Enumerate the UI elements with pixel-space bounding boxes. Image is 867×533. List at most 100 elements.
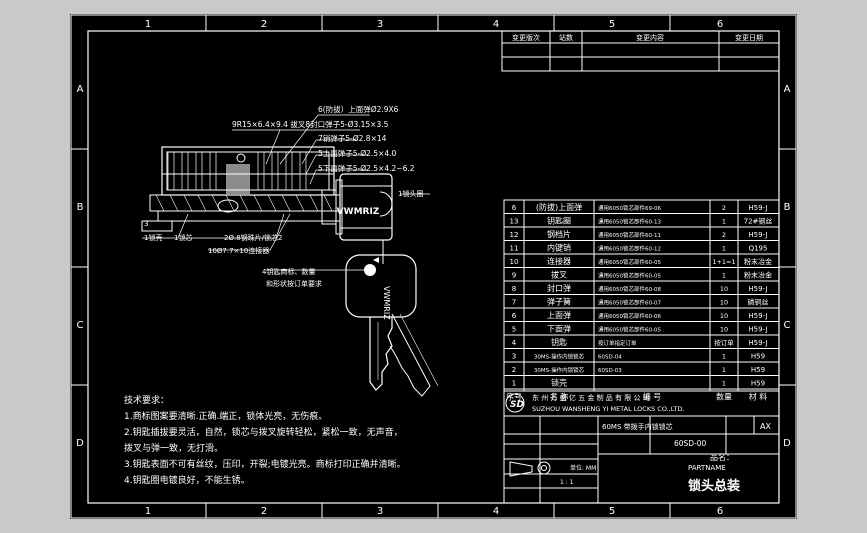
grid-row-b: B — [77, 202, 84, 213]
bom-cell-code: 通用6050锁芯部件69-06 — [598, 204, 661, 212]
tech-note-2b: 拨叉与弹一致，无打滑。 — [124, 442, 223, 454]
grid-row-a-right: A — [784, 84, 791, 95]
cad-drawing-canvas: 1 2 3 4 5 6 1 2 3 4 5 6 A B C D A B C D … — [70, 14, 797, 519]
lock-cylinder-section — [141, 146, 341, 232]
revision-header-station: 站数 — [559, 33, 573, 42]
bom-cell-material: 72#钢丝 — [744, 217, 773, 226]
bom-cell-code: 60SD-04 — [598, 355, 622, 361]
bom-cell-material: H59 — [751, 380, 765, 388]
callout-upper-pin: 5上面弹子5-Ø2.5×4.0 — [318, 148, 397, 158]
grid-col-1: 1 — [145, 19, 151, 30]
bom-cell-name: 30MS-操作内锁锁芯 — [534, 366, 585, 374]
bom-cell-no: 8 — [512, 285, 516, 293]
grid-row-a: A — [77, 84, 84, 95]
bom-cell-name: 30MS-操作内锁锁芯 — [534, 353, 585, 361]
bom-cell-code: 通用6050锁芯部件60-12 — [598, 245, 661, 253]
grid-row-d-right: D — [783, 438, 791, 449]
bom-cell-no: 6 — [512, 312, 517, 320]
bom-cell-name: 下面弹 — [547, 324, 571, 334]
callout-spring-seal-pin: 9R15×6.4×9.4 拔叉8封口弹子5-Ø3.15×3.5 — [232, 119, 389, 129]
scale-mark: AX — [760, 422, 771, 431]
grid-row-c: C — [77, 320, 84, 331]
tech-note-2: 2.钥匙插拔要灵活，自然，锁芯与拨叉旋转轻松，紧松一致，无声音， — [124, 426, 403, 438]
grid-col-3: 3 — [377, 19, 383, 30]
bom-cell-code: 通用6050锁芯部件60-11 — [598, 231, 661, 239]
grid-col-2: 2 — [261, 19, 267, 30]
bom-cell-material: 粉末冶金 — [744, 271, 772, 280]
bom-cell-no: 12 — [510, 231, 519, 239]
drawing-sheet: 1 2 3 4 5 6 1 2 3 4 5 6 A B C D A B C D … — [70, 14, 797, 519]
bom-header-qty: 数量 — [716, 392, 732, 402]
bom-cell-qty: 2 — [722, 204, 726, 212]
key-brand-mark: VWMRIZ — [382, 286, 391, 320]
part-name: 锁头总装 — [688, 478, 740, 494]
bom-header-code: 编 号 — [643, 392, 662, 402]
bom-cell-qty: 10 — [720, 285, 728, 293]
bom-cell-no: 5 — [512, 326, 516, 334]
bom-cell-name: 上面弹 — [547, 310, 571, 320]
partname-label: PARTNAME — [688, 464, 726, 472]
tech-note-3: 3.钥匙表面不可有丝纹，压印，开裂;电镀光亮。商标打印正确并清晰。 — [124, 458, 406, 470]
bom-cell-qty: 1 — [722, 218, 726, 226]
bom-cell-code: 通用6050锁芯部件60-07 — [598, 299, 661, 307]
bom-cell-no: 4 — [512, 339, 517, 347]
revision-header-version: 变更版次 — [512, 33, 540, 42]
unit-label: 单位: MM — [570, 464, 596, 472]
bom-cell-name: 连接器 — [547, 256, 571, 266]
bom-cell-no: 3 — [512, 353, 516, 361]
revision-header-content: 变更内容 — [636, 33, 664, 42]
grid-col-6: 6 — [717, 19, 723, 30]
company-name-cn: 东 州 万 盛 亿 五 金 制 品 有 限 公 司 — [532, 393, 650, 402]
callout-lock-core: 1锁芯 — [174, 233, 192, 242]
grid-col-4: 4 — [493, 19, 499, 30]
callout-key-shape-order: 和形状按订单要求 — [266, 279, 322, 288]
grid-row-c-right: C — [784, 320, 791, 331]
revision-table: 变更版次 站数 变更内容 变更日期 — [501, 30, 780, 72]
bom-cell-qty: 按订单 — [714, 338, 734, 347]
bom-cell-material: 磷铜丝 — [748, 298, 769, 307]
bom-cell-name: (防拔)上面弹 — [536, 202, 582, 212]
cylinder-front-view: VWMRIZ — [335, 173, 393, 241]
callout-lock-shell: 1锁壳 — [144, 233, 162, 242]
bom-cell-qty: 1 — [722, 366, 726, 374]
bom-cell-material: H59-J — [748, 285, 767, 293]
tech-notes-heading: 技术要求： — [124, 394, 169, 406]
tech-note-4: 4.钥匙圈电镀良好，不能生锈。 — [124, 474, 250, 486]
bom-cell-material: H59-J — [748, 326, 767, 334]
bom-cell-name: 弹子簧 — [547, 297, 571, 307]
bom-cell-no: 10 — [510, 258, 519, 266]
svg-text:SD: SD — [510, 400, 524, 410]
grid-col-5: 5 — [609, 19, 615, 30]
bom-cell-no: 7 — [512, 299, 516, 307]
bom-cell-material: H59-J — [748, 312, 767, 320]
revision-header-date: 变更日期 — [735, 33, 763, 42]
bom-cell-name: 封口弹 — [547, 283, 571, 293]
bom-cell-no: 11 — [510, 245, 519, 253]
bom-cell-material: H59-J — [748, 204, 767, 212]
bom-cell-material: Q195 — [749, 245, 768, 253]
callout-upper-pin-antipull: 6(防拔）上面弹Ø2.9X6 — [318, 104, 399, 114]
grid-col-5-bottom: 5 — [609, 506, 615, 517]
bom-cell-code: 通用6050锁芯部件60-05 — [598, 272, 661, 280]
bom-cell-material: H59 — [751, 366, 765, 374]
bom-cell-name: 钥匙 — [551, 337, 567, 347]
callout-pin-spring: 7销弹子5-Ø2.8×14 — [318, 133, 387, 143]
drawing-number: 60SD-00 — [674, 439, 707, 448]
name-label: 品名： — [710, 452, 734, 462]
bom-cell-no: 13 — [510, 218, 519, 226]
key-drawing: VWMRIZ — [345, 240, 439, 397]
bom-cell-no: 6 — [512, 204, 517, 212]
bom-cell-material: 粉末冶金 — [744, 257, 772, 266]
bom-header-no: 序号 — [506, 392, 522, 402]
cylinder-brand-mark: VWMRIZ — [337, 207, 380, 217]
bom-cell-code: 通用6050锁芯部件60-05 — [598, 258, 661, 266]
grid-column-labels: 1 2 3 4 5 6 1 2 3 4 5 6 — [145, 15, 723, 518]
leader-lines — [142, 114, 430, 271]
bom-cell-material: H59 — [751, 353, 765, 361]
bom-cell-code: 通用6050锁芯部件60-13 — [598, 218, 661, 226]
bom-cell-qty: 1 — [722, 245, 726, 253]
bom-cell-no: 2 — [512, 366, 516, 374]
bom-cell-code: 通用6050锁芯部件60-05 — [598, 326, 661, 334]
callout-connector: 10Ø7.7×10连接器 — [208, 246, 269, 255]
grid-row-d: D — [76, 438, 84, 449]
